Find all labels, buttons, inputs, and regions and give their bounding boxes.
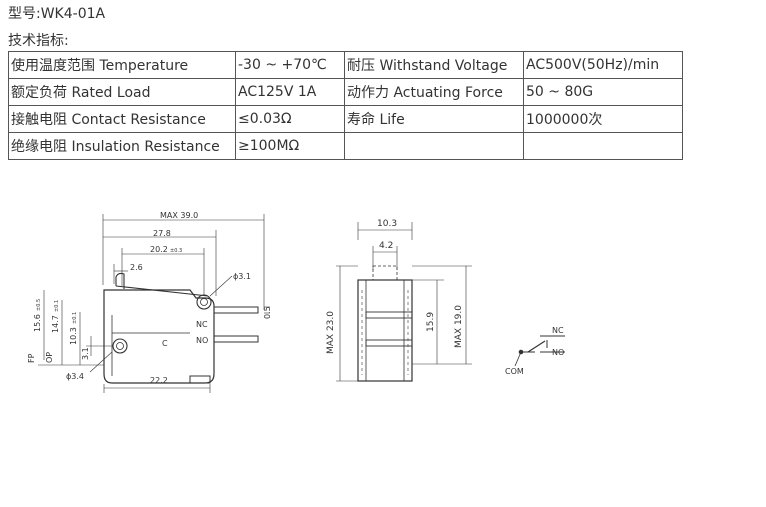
- table-cell: 50 ~ 80G: [523, 78, 683, 106]
- table-cell: 使用温度范围 Temperature: [8, 51, 236, 79]
- table-row: 绝缘电阻 Insulation Resistance ≥100MΩ: [8, 132, 683, 160]
- table-cell: [344, 132, 524, 160]
- table-cell: AC125V 1A: [235, 78, 345, 106]
- dim-10-3-tol: ±0.1: [72, 312, 78, 324]
- front-view-labels: MAX 39.0 27.8 20.2 ±0.3 2.6 ϕ3.1 0.5 15.…: [27, 211, 272, 385]
- dim-10-3-vertical: 10.3: [69, 327, 78, 345]
- side-view: [336, 222, 472, 382]
- table-cell: 绝缘电阻 Insulation Resistance: [8, 132, 236, 160]
- dim-20-2: 20.2: [150, 245, 168, 254]
- schematic-no-label: NO: [552, 348, 564, 357]
- table-cell: AC500V(50Hz)/min: [523, 51, 683, 79]
- label-op: OP: [45, 352, 54, 363]
- table-cell: 额定负荷 Rated Load: [8, 78, 236, 106]
- table-cell: ≤0.03Ω: [235, 105, 345, 133]
- terminal-nc-label: NC: [196, 320, 208, 329]
- schematic-com-label: COM: [505, 367, 524, 376]
- spec-heading: 技术指标:: [8, 33, 69, 49]
- schematic-nc-label: NC: [552, 326, 564, 335]
- table-row: 额定负荷 Rated Load AC125V 1A 动作力 Actuating …: [8, 78, 683, 106]
- table-cell: ≥100MΩ: [235, 132, 345, 160]
- dim-15-6-tol: ±0.5: [36, 299, 42, 311]
- dim-0-5: 0.5: [263, 306, 272, 319]
- dim-27-8: 27.8: [153, 229, 171, 238]
- hole-3-4-label: ϕ3.4: [66, 372, 84, 381]
- table-row: 使用温度范围 Temperature -30 ~ +70℃ 耐压 Withsta…: [8, 51, 683, 79]
- dim-14-7: 14.7: [51, 315, 60, 333]
- side-dim-max-19: MAX 19.0: [454, 305, 464, 348]
- side-dim-4-2: 4.2: [379, 241, 393, 251]
- side-view-labels: 10.3 4.2 MAX 23.0 15.9 MAX 19.0: [326, 219, 464, 354]
- table-cell: [523, 132, 683, 160]
- dim-3-1: 3.1: [81, 347, 90, 360]
- table-cell: 接触电阻 Contact Resistance: [8, 105, 236, 133]
- switch-schematic: [514, 335, 565, 367]
- model-label: 型号:WK4-01A: [8, 6, 106, 22]
- schematic-labels: NC NO COM: [505, 326, 564, 376]
- dim-14-7-tol: ±0.1: [54, 300, 60, 312]
- terminal-c-label: C: [162, 339, 168, 348]
- side-dim-15-9: 15.9: [426, 312, 436, 332]
- table-cell: 耐压 Withstand Voltage: [344, 51, 524, 79]
- table-cell: 动作力 Actuating Force: [344, 78, 524, 106]
- spec-table: 使用温度范围 Temperature -30 ~ +70℃ 耐压 Withsta…: [8, 51, 683, 160]
- side-dim-10-3: 10.3: [377, 219, 397, 229]
- hole-3-1-label: ϕ3.1: [233, 272, 251, 281]
- dim-20-2-tol: ±0.3: [170, 248, 182, 254]
- dim-15-6: 15.6: [33, 314, 42, 332]
- front-view: [38, 214, 270, 393]
- side-dim-max-23: MAX 23.0: [326, 311, 336, 354]
- label-fp: FP: [27, 353, 36, 363]
- dim-max-39: MAX 39.0: [160, 211, 198, 220]
- terminal-no-label: NO: [196, 336, 208, 345]
- dim-22-2: 22.2: [150, 376, 168, 385]
- dim-2-6: 2.6: [130, 263, 143, 272]
